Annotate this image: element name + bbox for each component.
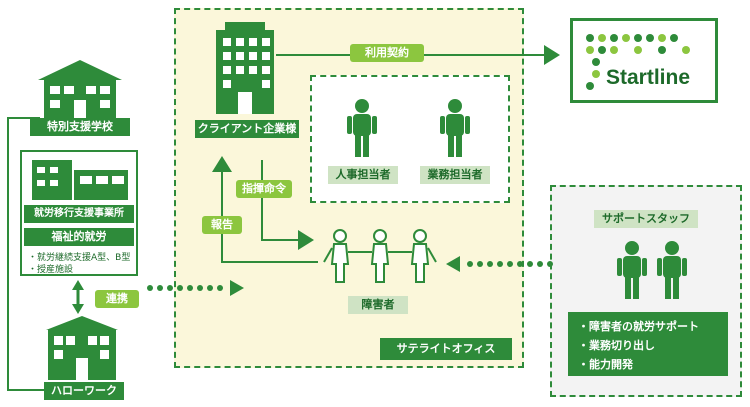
hr-person-icon	[347, 99, 377, 157]
support-items-box	[568, 312, 728, 376]
client-building-label: クライアント企業様	[195, 120, 299, 138]
instruction-label: 指揮命令	[236, 180, 292, 198]
startline-dots-icon	[586, 34, 690, 90]
welfare-note-2: ・授産施設	[28, 265, 74, 275]
hr-person-label: 人事担当者	[328, 166, 398, 184]
school-building-icon	[38, 60, 122, 118]
disabled-person-label: 障害者	[348, 296, 408, 314]
business-person-icon	[440, 99, 470, 157]
special-school-label: 特別支援学校	[30, 118, 130, 136]
startline-brand: Startline	[606, 66, 691, 89]
cooperation-label: 連携	[95, 290, 139, 308]
support-staff-label: サポートスタッフ	[594, 210, 698, 228]
cooperation-arrow	[72, 280, 84, 314]
left-dotted-arrow	[147, 280, 244, 296]
office-building-icon	[216, 22, 274, 114]
facility-building-icon	[32, 160, 128, 200]
right-dotted-arrow	[446, 256, 553, 272]
support-item-3: ・能力開発	[578, 358, 633, 371]
welfare-note-1: ・就労継続支援A型、B型	[28, 253, 131, 263]
support-item-1: ・障害者の就労サポート	[578, 320, 699, 333]
support-item-2: ・業務切り出し	[578, 339, 655, 352]
business-person-label: 業務担当者	[420, 166, 490, 184]
employment-transition-label: 就労移行支援事業所	[24, 205, 134, 223]
hello-work-label: ハローワーク	[44, 382, 124, 400]
disabled-persons-icon	[323, 229, 437, 283]
support-staff-persons-icon	[617, 241, 687, 299]
hellowork-building-icon	[46, 316, 118, 380]
report-arrow	[212, 156, 318, 263]
instruction-arrow	[261, 160, 314, 250]
welfare-employment-label: 福祉的就労	[24, 228, 134, 246]
contract-label: 利用契約	[350, 44, 424, 62]
satellite-office-label: サテライトオフィス	[380, 338, 512, 360]
report-label: 報告	[202, 216, 242, 234]
